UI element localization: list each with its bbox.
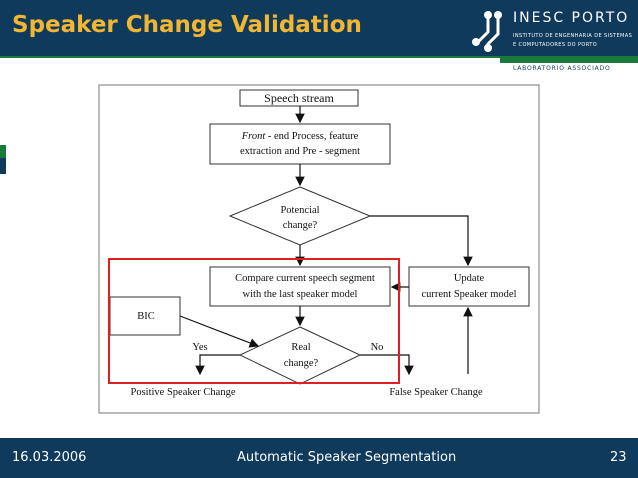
slide-title: Speaker Change Validation: [12, 12, 362, 38]
false-change-label: False Speaker Change: [389, 387, 483, 398]
real-line2: change?: [284, 358, 319, 369]
footer-title: Automatic Speaker Segmentation: [237, 450, 457, 465]
yes-label: Yes: [192, 342, 207, 353]
update-line2: current Speaker model: [421, 289, 516, 300]
flowchart: Speech stream Front - end Process, featu…: [98, 84, 540, 414]
inesc-logo-icon: [472, 11, 502, 52]
header-divider: [0, 56, 500, 58]
bic-label: BIC: [137, 311, 155, 322]
no-label: No: [371, 342, 384, 353]
speech-stream-box: [239, 89, 359, 107]
real-line1: Real: [291, 342, 310, 353]
compare-line1: Compare current speech segment: [235, 273, 375, 284]
frontend-line1: Front - end Process, feature: [241, 131, 359, 142]
logo-tag: LABORATORIO ASSOCIADO: [513, 65, 611, 72]
frontend-line2: extraction and Pre - segment: [240, 146, 360, 157]
potential-line1: Potencial: [280, 205, 319, 216]
slide-footer: 16.03.2006 Automatic Speaker Segmentatio…: [0, 438, 638, 478]
compare-line2: with the last speaker model: [243, 289, 358, 300]
frontend-box: [209, 123, 391, 165]
logo-band: [500, 56, 638, 63]
page-number: 23: [610, 450, 627, 465]
side-accent-2: [0, 158, 6, 174]
logo-line2: E COMPUTADORES DO PORTO: [513, 42, 598, 48]
update-line1: Update: [454, 273, 485, 284]
compare-box: [209, 266, 391, 307]
logo-name: INESC PORTO: [513, 10, 630, 26]
speech-stream-label: Speech stream: [264, 91, 334, 105]
logo-line1: INSTITUTO DE ENGENHARIA DE SISTEMAS: [513, 33, 633, 39]
slide-header: [0, 0, 638, 56]
highlight-box: [108, 258, 400, 384]
footer-date: 16.03.2006: [12, 450, 87, 465]
potential-line2: change?: [283, 220, 318, 231]
positive-change-label: Positive Speaker Change: [131, 387, 236, 398]
update-box: [408, 266, 530, 307]
